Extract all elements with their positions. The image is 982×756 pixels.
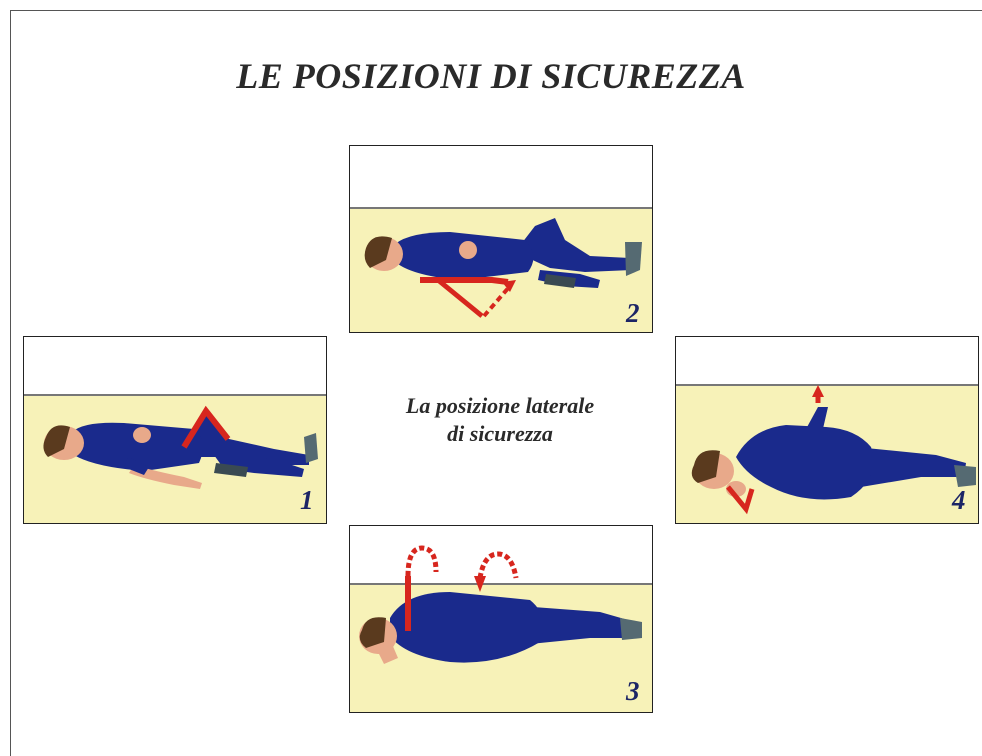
caption-line-1: La posizione laterale — [405, 393, 595, 418]
step-number-3: 3 — [626, 676, 640, 706]
illustration-panel-1: 1 — [23, 336, 327, 524]
illustration-panel-4: 4 — [675, 336, 979, 524]
caption-line-2: di sicurezza — [447, 421, 553, 446]
recovery-step-4-illustration — [676, 337, 978, 523]
step-number-2: 2 — [626, 298, 640, 328]
slide-frame — [10, 10, 982, 756]
caption: La posizione laterale di sicurezza — [350, 392, 650, 448]
recovery-step-2-illustration — [350, 146, 652, 332]
page-title: LE POSIZIONI DI SICUREZZA — [236, 56, 746, 96]
step-number-1: 1 — [300, 485, 314, 515]
recovery-step-1-illustration — [24, 337, 326, 523]
illustration-panel-3: 3 — [349, 525, 653, 713]
step-number-4: 4 — [952, 485, 966, 515]
illustration-panel-2: 2 — [349, 145, 653, 333]
recovery-step-3-illustration — [350, 526, 652, 712]
